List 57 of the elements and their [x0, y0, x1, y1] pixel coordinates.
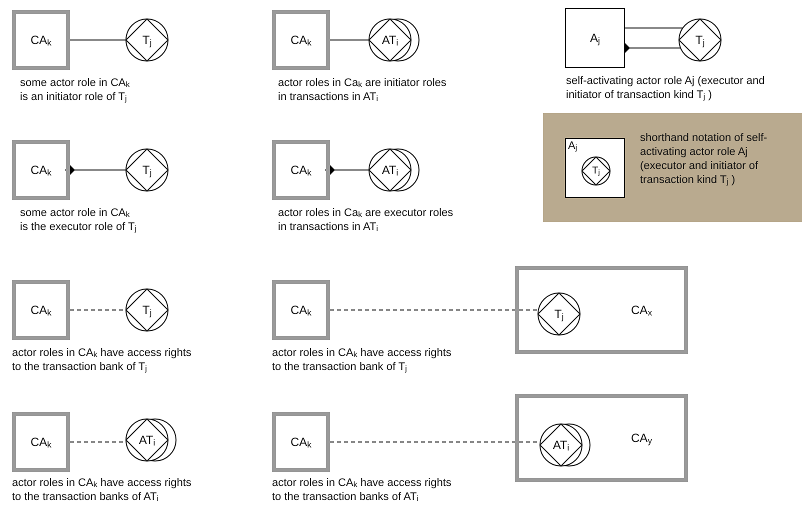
symbol-label: CA$_{k}$: [30, 303, 52, 317]
caption: self-activating actor role Aj (executor and initiator of transaction kind T$_{j}$ ): [566, 74, 766, 102]
transaction-symbol: [581, 156, 611, 186]
symbol-label: T$_{j}$: [142, 33, 152, 47]
caption: actor roles in Ca$_{k}$ are initiator roles in transactions in AT$_{i}$: [278, 76, 448, 104]
notation-panel: [543, 113, 802, 222]
symbol-label: T$_{j}$: [695, 33, 705, 47]
symbol-label: CA$_{k}$: [30, 435, 52, 449]
aggregate-transaction-symbol: [368, 18, 420, 62]
symbol-label: T$_{j}$: [142, 303, 152, 317]
caption: actor roles in CA$_{k}$ have access rights to the transaction banks of AT$_{i}$: [272, 476, 452, 504]
transaction-symbol: [537, 292, 581, 336]
symbol-label: AT$_{i}$: [382, 163, 398, 177]
composite-actor-box: [12, 140, 70, 200]
aggregate-transaction-symbol: [539, 423, 591, 467]
composite-actor-box: [272, 280, 330, 340]
symbol-label: A$_{j}$: [590, 31, 600, 45]
caption: some actor role in CA$_{k}$ is an initiator role of T$_{j}$: [20, 76, 131, 104]
symbol-label: CA$_{k}$: [30, 163, 52, 177]
aggregate-transaction-symbol: [125, 418, 177, 462]
notation-description: shorthand notation of self-activating actor role Aj (executor and initiator of transaction kind T$_{j}$ ): [640, 131, 768, 187]
caption: actor roles in CA$_{k}$ have access rights to the transaction bank of T$_{j}$: [12, 346, 192, 374]
composite-actor-box: [272, 412, 330, 472]
symbol-label: AT$_{i}$: [552, 438, 570, 452]
composite-actor-box: [272, 140, 330, 200]
composite-actor-box: [12, 10, 70, 70]
connector-line: [325, 165, 370, 175]
actor-role-box: [565, 8, 625, 68]
composite-actor-box: [12, 280, 70, 340]
symbol-label: CA$_{y}$: [631, 431, 652, 445]
caption: actor roles in Ca$_{k}$ are executor roles in transactions in AT$_{i}$: [278, 206, 454, 234]
symbol-label: AT$_{i}$: [138, 433, 156, 447]
symbol-label: CA$_{x}$: [631, 303, 652, 317]
symbol-label: A$_{j}$: [568, 140, 578, 152]
caption: actor roles in CA$_{k}$ have access rights to the transaction bank of T$_{j}$: [272, 346, 452, 374]
composite-actor-box: [515, 394, 688, 482]
symbol-label: CA$_{k}$: [290, 435, 312, 449]
symbol-label: T$_{j}$: [592, 166, 600, 176]
transaction-symbol: [125, 18, 169, 62]
symbol-label: CA$_{k}$: [290, 33, 312, 47]
symbol-label: CA$_{k}$: [30, 33, 52, 47]
caption: some actor role in CA$_{k}$ is the executor role of T$_{j}$: [20, 206, 138, 234]
symbol-label: T$_{j}$: [554, 307, 564, 321]
composite-actor-box: [272, 10, 330, 70]
symbol-label: CA$_{k}$: [290, 303, 312, 317]
symbol-label: T$_{j}$: [142, 163, 152, 177]
composite-actor-box: [12, 412, 70, 472]
actor-role-box: [565, 138, 625, 198]
aggregate-transaction-symbol: [368, 148, 420, 192]
composite-actor-box: [515, 266, 688, 354]
symbol-label: CA$_{k}$: [290, 163, 312, 177]
symbol-label: AT$_{i}$: [382, 33, 398, 47]
transaction-symbol: [678, 18, 722, 62]
transaction-symbol: [125, 148, 169, 192]
connector-line: [65, 165, 126, 175]
caption: actor roles in CA$_{k}$ have access rights to the transaction banks of AT$_{i}$: [12, 476, 192, 504]
transaction-symbol: [125, 288, 169, 332]
